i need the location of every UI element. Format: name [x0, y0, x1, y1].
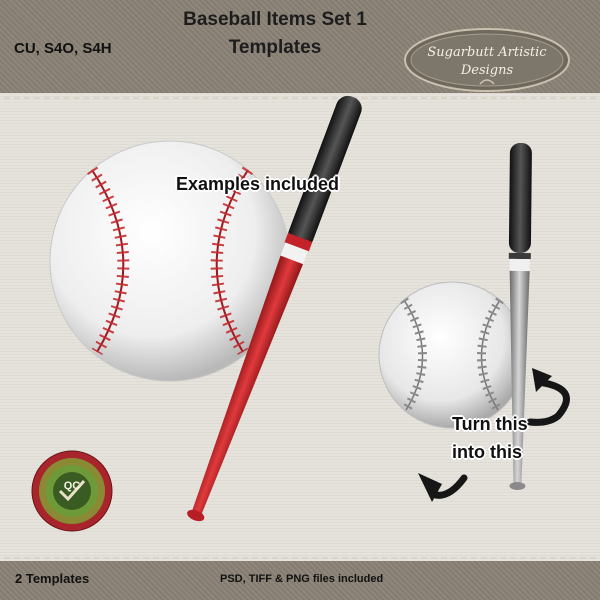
baseball-large — [49, 140, 291, 382]
turn-line2: into this — [452, 442, 522, 462]
title-block: Baseball Items Set 1 Templates — [150, 6, 400, 62]
baseball-small — [378, 281, 526, 429]
turn-this-caption: Turn this into this — [452, 410, 528, 466]
logo-text: Sugarbutt Artistic Designs — [402, 44, 572, 80]
curved-arrow-icon — [526, 368, 570, 426]
top-stitching — [4, 97, 596, 99]
bat-large — [187, 95, 362, 522]
ornate-oval-logo-icon — [404, 28, 570, 92]
bottom-texture-band — [0, 561, 600, 600]
curved-arrow-down-icon — [418, 473, 468, 502]
examples-label: Examples included — [176, 174, 340, 194]
bottom-stitching — [4, 557, 596, 559]
quality-checked-seal-icon — [31, 450, 113, 532]
logo-line2: Designs — [460, 63, 514, 78]
template-count: 2 Templates — [15, 571, 90, 586]
turn-line1: Turn this — [452, 414, 528, 434]
product-subtitle: Templates — [228, 37, 322, 58]
logo-line1: Sugarbutt Artistic — [427, 45, 547, 60]
badge-center-text: QC — [63, 480, 81, 492]
license-terms: CU, S4O, S4H — [14, 40, 112, 57]
bat-small — [508, 142, 532, 490]
product-title: Baseball Items Set 1 — [183, 9, 367, 30]
file-formats: PSD, TIFF & PNG files included — [220, 573, 384, 585]
